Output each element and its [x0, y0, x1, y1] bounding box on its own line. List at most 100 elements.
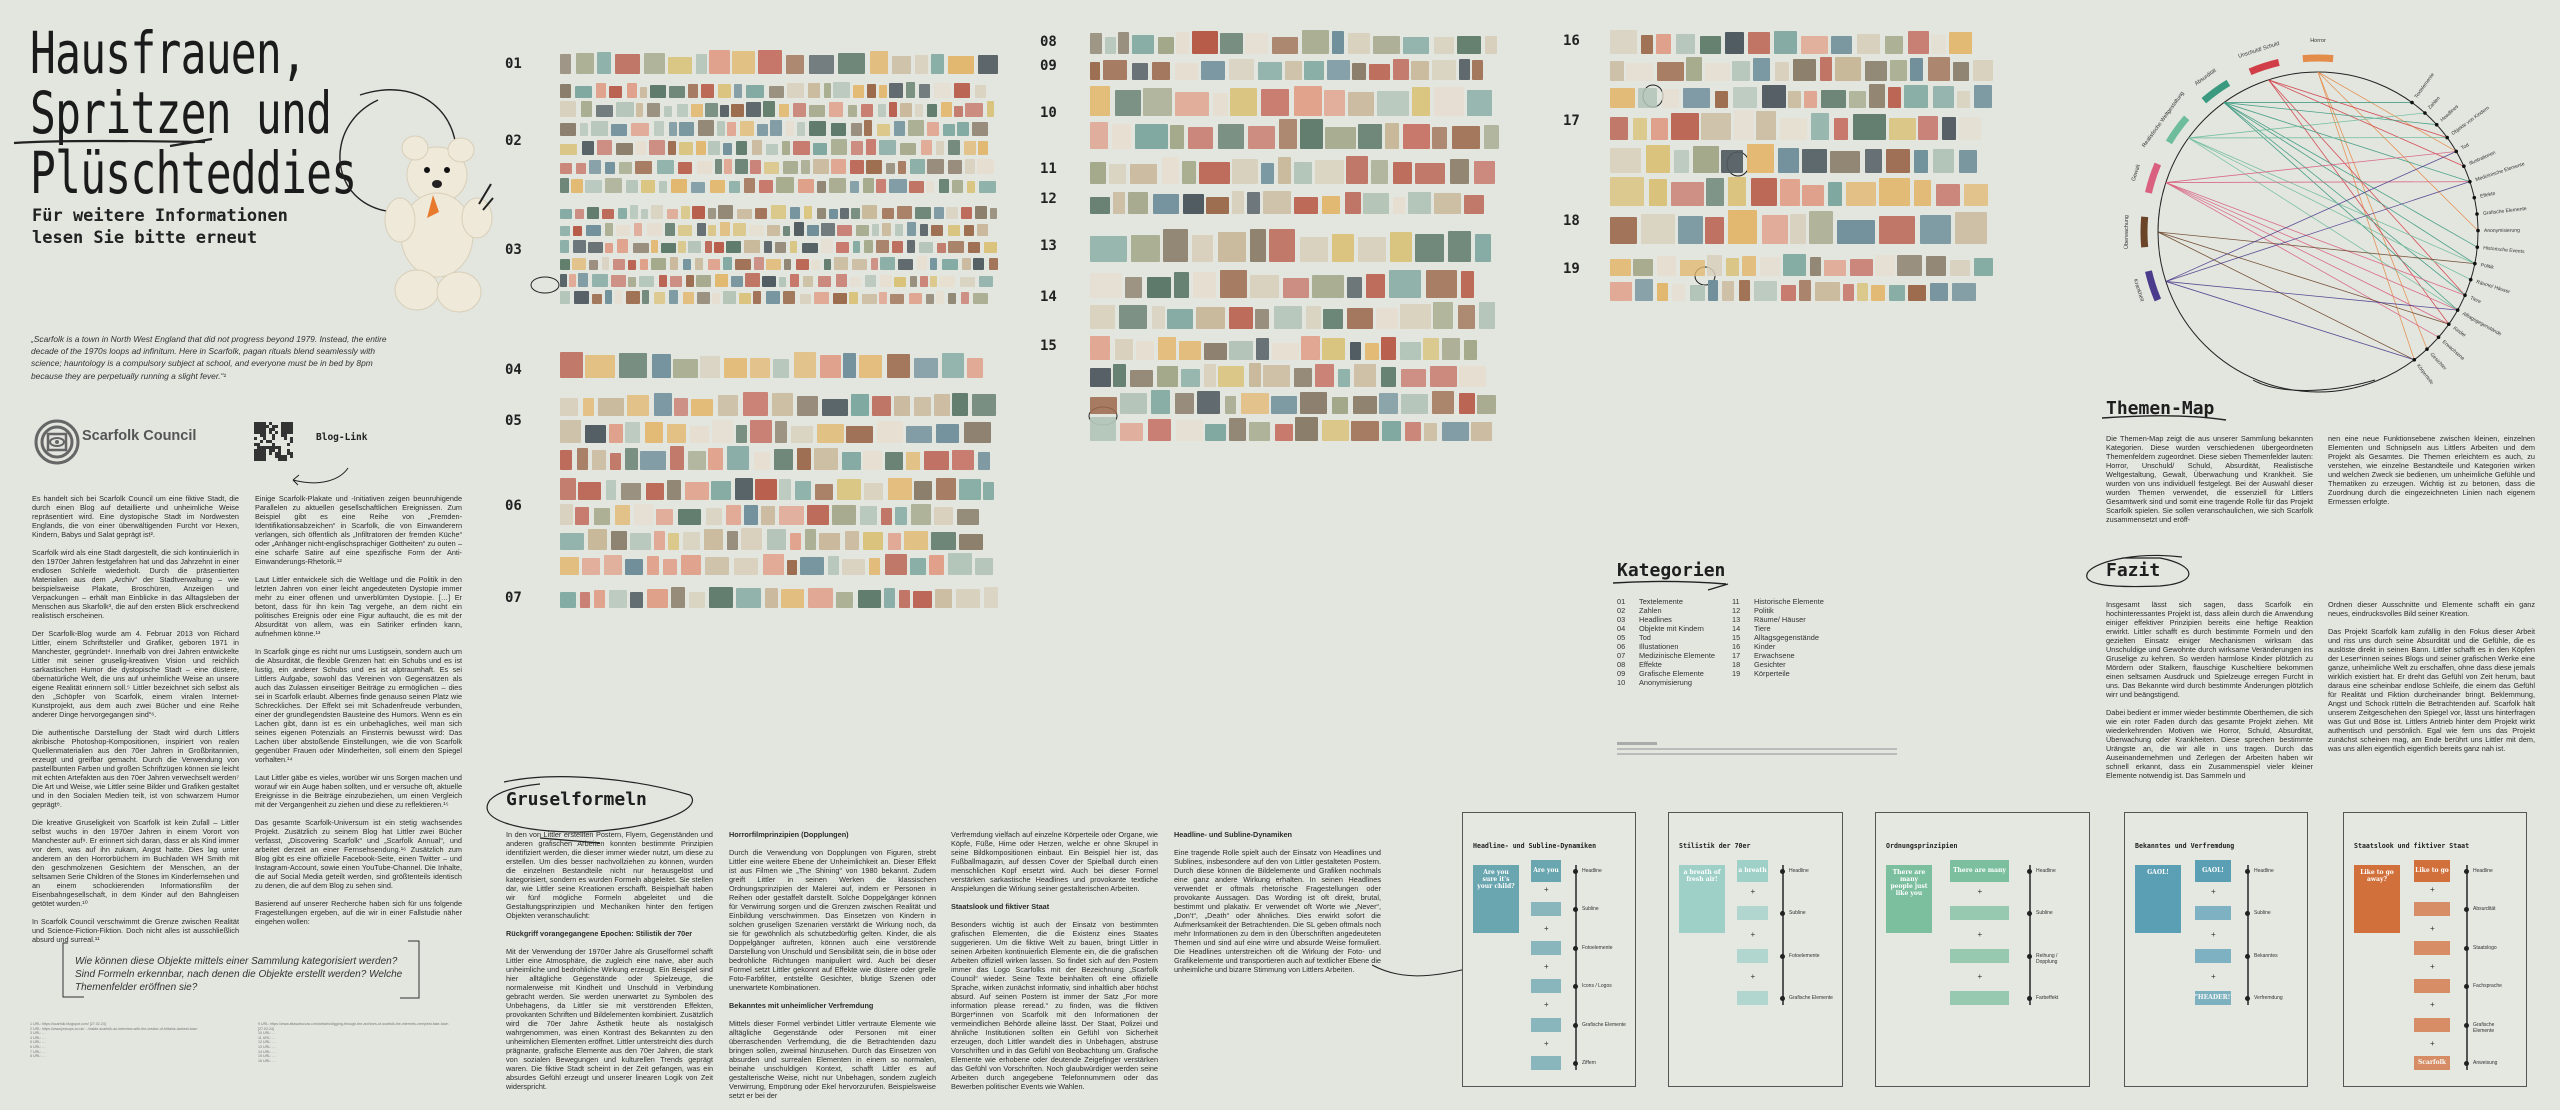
- collection-thumbnail[interactable]: [630, 592, 643, 608]
- collection-thumbnail[interactable]: [727, 122, 736, 136]
- collection-thumbnail[interactable]: [1263, 365, 1290, 387]
- collection-thumbnail[interactable]: [640, 451, 666, 470]
- collection-thumbnail[interactable]: [651, 240, 658, 253]
- collection-thumbnail[interactable]: [1674, 150, 1689, 173]
- collection-thumbnail[interactable]: [786, 55, 804, 74]
- collection-thumbnail[interactable]: [1904, 85, 1928, 108]
- collection-thumbnail[interactable]: [1090, 236, 1127, 262]
- collection-thumbnail[interactable]: [1448, 231, 1471, 262]
- collection-thumbnail[interactable]: [978, 452, 990, 470]
- collection-thumbnail[interactable]: [560, 450, 572, 470]
- collection-thumbnail[interactable]: [1811, 113, 1829, 140]
- collection-thumbnail[interactable]: [678, 225, 692, 236]
- collection-thumbnail[interactable]: [1304, 61, 1324, 80]
- blog-link-label[interactable]: Blog-Link: [316, 432, 368, 443]
- collection-thumbnail[interactable]: [872, 396, 891, 416]
- collection-thumbnail[interactable]: [885, 452, 903, 470]
- collection-thumbnail[interactable]: [652, 354, 671, 378]
- collection-thumbnail[interactable]: [588, 529, 607, 550]
- collection-thumbnail[interactable]: [794, 222, 804, 236]
- collection-thumbnail[interactable]: [560, 240, 569, 253]
- collection-thumbnail[interactable]: [1610, 148, 1641, 173]
- collection-thumbnail[interactable]: [1748, 32, 1770, 54]
- collection-thumbnail[interactable]: [708, 448, 723, 470]
- collection-thumbnail[interactable]: [1322, 196, 1340, 214]
- collection-thumbnail[interactable]: [1272, 343, 1299, 360]
- collection-thumbnail[interactable]: [1610, 30, 1637, 54]
- collection-thumbnail[interactable]: [845, 531, 859, 550]
- collection-thumbnail[interactable]: [1908, 31, 1929, 54]
- collection-thumbnail[interactable]: [1199, 162, 1230, 184]
- collection-thumbnail[interactable]: [1928, 57, 1950, 81]
- collection-thumbnail[interactable]: [934, 207, 944, 219]
- collection-thumbnail[interactable]: [753, 291, 761, 304]
- collection-thumbnail[interactable]: [909, 181, 924, 193]
- collection-thumbnail[interactable]: [967, 358, 983, 378]
- collection-thumbnail[interactable]: [984, 587, 998, 608]
- collection-thumbnail[interactable]: [630, 205, 638, 219]
- collection-thumbnail[interactable]: [688, 84, 698, 98]
- collection-thumbnail[interactable]: [1125, 277, 1142, 298]
- collection-thumbnail[interactable]: [1348, 92, 1374, 116]
- collection-thumbnail[interactable]: [585, 355, 615, 378]
- collection-thumbnail[interactable]: [646, 483, 664, 500]
- collection-thumbnail[interactable]: [1721, 150, 1743, 173]
- collection-thumbnail[interactable]: [1176, 420, 1203, 441]
- collection-thumbnail[interactable]: [696, 141, 706, 155]
- collection-thumbnail[interactable]: [1229, 341, 1253, 360]
- collection-thumbnail[interactable]: [1130, 370, 1153, 387]
- collection-thumbnail[interactable]: [1090, 33, 1102, 54]
- collection-thumbnail[interactable]: [914, 481, 932, 500]
- collection-thumbnail[interactable]: [678, 241, 686, 253]
- collection-thumbnail[interactable]: [990, 208, 997, 219]
- collection-thumbnail[interactable]: [1973, 60, 1993, 81]
- collection-thumbnail[interactable]: [1781, 285, 1796, 301]
- collection-thumbnail[interactable]: [842, 559, 865, 575]
- collection-thumbnail[interactable]: [1471, 422, 1492, 441]
- collection-thumbnail[interactable]: [937, 243, 946, 253]
- collection-thumbnail[interactable]: [1676, 34, 1695, 54]
- collection-thumbnail[interactable]: [647, 589, 668, 608]
- collection-thumbnail[interactable]: [1379, 393, 1398, 414]
- collection-thumbnail[interactable]: [1158, 337, 1176, 360]
- collection-thumbnail[interactable]: [690, 426, 709, 443]
- collection-thumbnail[interactable]: [744, 505, 758, 525]
- collection-thumbnail[interactable]: [952, 450, 974, 470]
- collection-thumbnail[interactable]: [754, 257, 764, 270]
- collection-thumbnail[interactable]: [1136, 341, 1154, 360]
- collection-thumbnail[interactable]: [831, 139, 847, 155]
- collection-thumbnail[interactable]: [736, 141, 747, 155]
- collection-thumbnail[interactable]: [1338, 369, 1350, 387]
- collection-thumbnail[interactable]: [625, 559, 643, 575]
- collection-thumbnail[interactable]: [1119, 305, 1147, 329]
- collection-thumbnail[interactable]: [803, 276, 813, 287]
- collection-thumbnail[interactable]: [862, 294, 877, 304]
- collection-thumbnail[interactable]: [911, 504, 931, 525]
- collection-thumbnail[interactable]: [931, 532, 956, 550]
- collection-thumbnail[interactable]: [1610, 259, 1631, 276]
- collection-thumbnail[interactable]: [1322, 420, 1349, 441]
- collection-thumbnail[interactable]: [820, 355, 841, 378]
- collection-thumbnail[interactable]: [654, 531, 665, 550]
- collection-thumbnail[interactable]: [1363, 193, 1389, 214]
- collection-thumbnail[interactable]: [605, 178, 622, 193]
- collection-thumbnail[interactable]: [1348, 33, 1370, 54]
- collection-thumbnail[interactable]: [1802, 185, 1824, 206]
- collection-thumbnail[interactable]: [560, 398, 578, 416]
- collection-thumbnail[interactable]: [576, 53, 594, 74]
- collection-thumbnail[interactable]: [1295, 417, 1318, 441]
- collection-thumbnail[interactable]: [926, 181, 934, 193]
- collection-thumbnail[interactable]: [952, 180, 963, 193]
- collection-thumbnail[interactable]: [851, 394, 869, 416]
- collection-thumbnail[interactable]: [904, 531, 928, 550]
- collection-thumbnail[interactable]: [729, 181, 740, 193]
- collection-thumbnail[interactable]: [688, 451, 706, 470]
- collection-thumbnail[interactable]: [1403, 124, 1430, 149]
- collection-thumbnail[interactable]: [1229, 59, 1254, 80]
- collection-thumbnail[interactable]: [915, 207, 931, 219]
- collection-thumbnail[interactable]: [1933, 149, 1954, 173]
- collection-thumbnail[interactable]: [615, 290, 622, 304]
- collection-thumbnail[interactable]: [1678, 216, 1703, 244]
- collection-thumbnail[interactable]: [861, 104, 873, 117]
- collection-thumbnail[interactable]: [927, 104, 937, 117]
